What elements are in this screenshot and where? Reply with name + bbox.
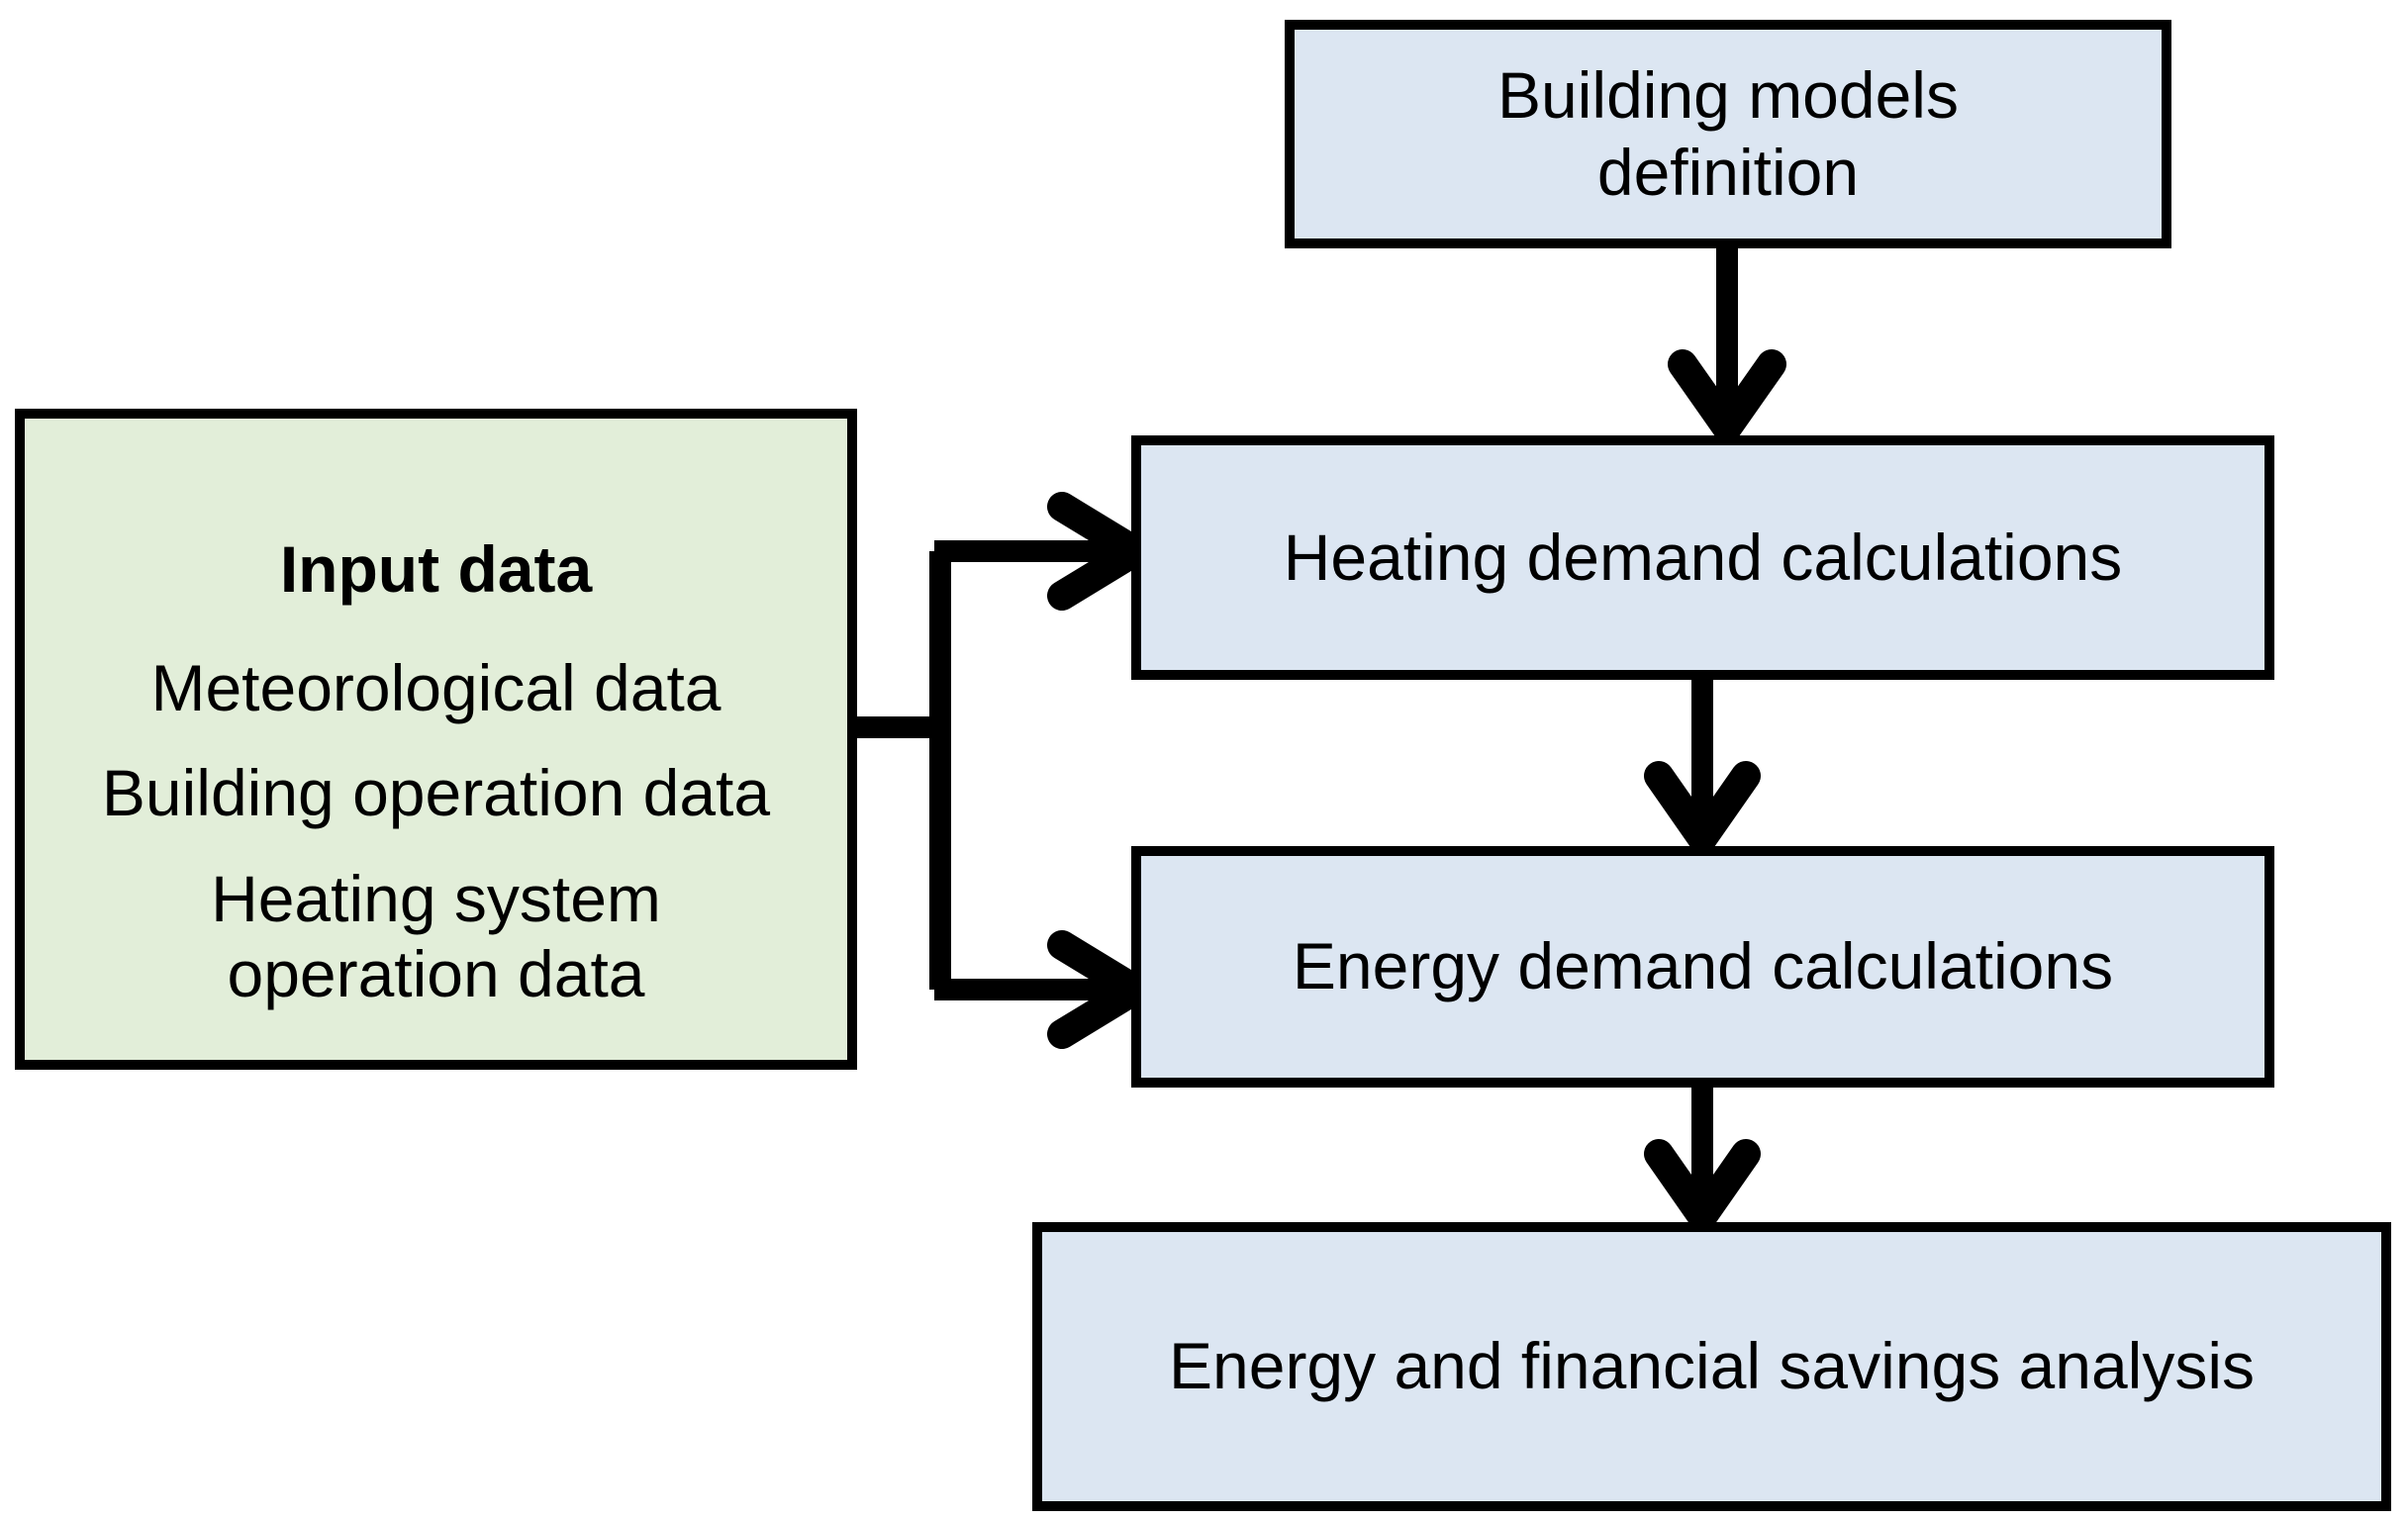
input-data-content: Input data Meteorological data Building …: [43, 531, 829, 1137]
input-data-title: Input data: [279, 531, 593, 606]
input-data-item-building-operation: Building operation data: [101, 756, 771, 830]
node-building-models-definition[interactable]: Building models definition: [1285, 20, 2171, 248]
node-input-data[interactable]: Input data Meteorological data Building …: [15, 409, 857, 1070]
edge-input-data-trunk: [856, 551, 951, 990]
input-data-item-heating-system-operation: Heating system operation data: [211, 861, 661, 1011]
input-data-item-meteorological: Meteorological data: [150, 650, 722, 724]
node-energy-and-financial-savings-analysis[interactable]: Energy and financial savings analysis: [1032, 1222, 2391, 1511]
edge-input-data-to-energy-demand: [934, 930, 1164, 1049]
node-building-models-definition-label: Building models definition: [1497, 57, 1959, 209]
node-heating-demand-calculations-label: Heating demand calculations: [1283, 520, 2123, 594]
edge-building-models-to-heating-demand: [1668, 248, 1786, 454]
edge-energy-demand-to-savings-analysis: [1644, 1088, 1761, 1243]
node-heating-demand-calculations[interactable]: Heating demand calculations: [1131, 435, 2274, 680]
node-energy-demand-calculations[interactable]: Energy demand calculations: [1131, 846, 2274, 1088]
node-energy-demand-calculations-label: Energy demand calculations: [1292, 929, 2114, 1003]
edge-heating-demand-to-energy-demand: [1644, 680, 1761, 865]
edge-input-data-to-heating-demand: [934, 492, 1164, 611]
node-energy-and-financial-savings-analysis-label: Energy and financial savings analysis: [1169, 1329, 2255, 1403]
